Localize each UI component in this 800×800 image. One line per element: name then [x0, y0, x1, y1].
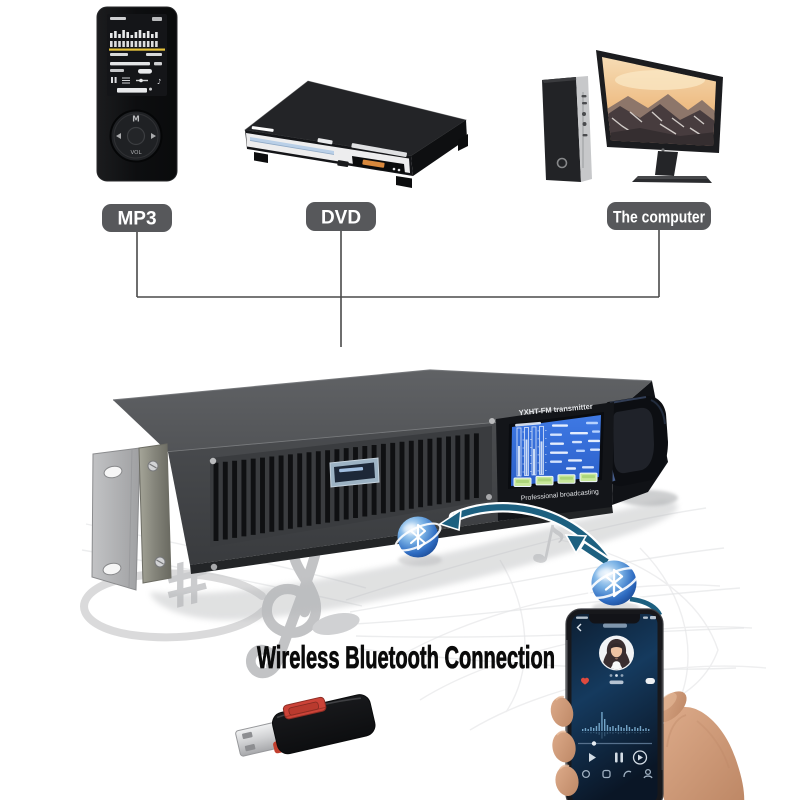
playlist-icon [645, 678, 655, 684]
mp3-vol-key: VOL [130, 150, 142, 156]
rack-handle [604, 395, 668, 487]
hand-fingers [550, 695, 579, 796]
album-avatar [599, 635, 634, 671]
mp3-label: MP3 [117, 209, 156, 230]
back-arrow-icon [576, 623, 582, 632]
mp3-player: ♪ M VOL [96, 6, 178, 182]
bluetooth-icon [409, 523, 427, 551]
share-icon [623, 770, 632, 778]
connector-lines [136, 230, 660, 347]
phone-in-hand [550, 608, 745, 800]
caption-text: Wireless Bluetooth Connection [257, 639, 555, 675]
mp3-label-pill [102, 204, 172, 232]
bluetooth-ball-right [588, 560, 640, 606]
smartphone [565, 608, 664, 800]
phone-title-text [603, 623, 627, 628]
player-controls [589, 750, 648, 765]
phone-bottom-icons [581, 768, 653, 779]
mp3-note-icon: ♪ [157, 78, 161, 86]
rack-ear [91, 443, 172, 591]
speaker-icon [589, 753, 596, 762]
phone-notch [589, 614, 640, 624]
bluetooth-ball-left [394, 516, 442, 558]
dvd-player [244, 80, 468, 188]
source-labels: MP3 DVD The computer [102, 202, 711, 232]
heart-icon [581, 677, 589, 685]
mp3-menu-key: M [132, 115, 139, 124]
swoosh-decor [80, 569, 267, 642]
computer [542, 50, 723, 183]
track-name-text [609, 680, 624, 685]
dvd-label: DVD [321, 208, 361, 229]
note-blob [312, 613, 360, 635]
transmitter-shadow [150, 500, 678, 621]
user-icon-body [643, 775, 653, 779]
usb-flash-drive [235, 694, 376, 757]
play-icon [632, 750, 648, 765]
arrow-short [564, 534, 613, 568]
mini-display [329, 457, 380, 488]
bluetooth-icon [604, 568, 624, 598]
audio-spectrum [582, 712, 650, 739]
hand-palm [658, 706, 745, 800]
dvd-label-pill [306, 202, 376, 231]
progress-dot [591, 741, 597, 746]
arrow-long-arc [438, 501, 617, 573]
computer-label-pill [607, 202, 711, 230]
computer-label: The computer [613, 209, 705, 227]
user-icon [644, 768, 652, 776]
lcd-panel: YXHT-FM transmitter Professional broadca… [496, 402, 614, 521]
fm-transmitter: YXHT-FM transmitter Professional broadca… [91, 369, 678, 621]
pause-icon [615, 752, 618, 763]
repeat-icon [602, 769, 611, 779]
settings-icon [581, 769, 591, 779]
